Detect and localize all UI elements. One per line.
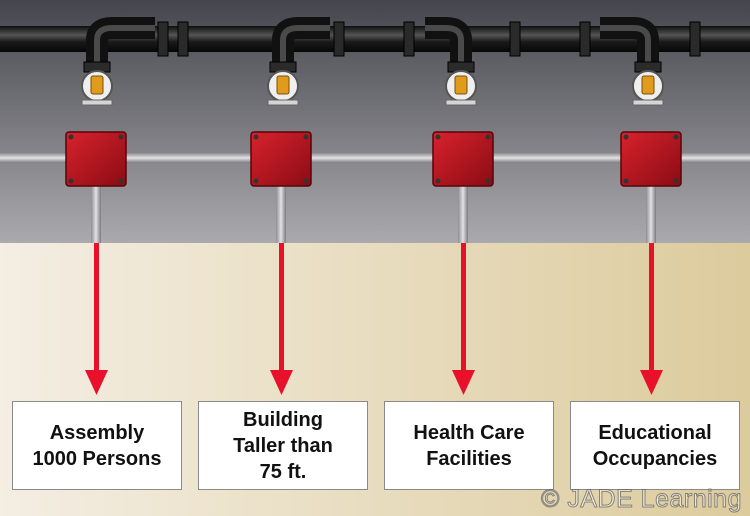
junction-box-icon	[432, 131, 494, 187]
down-arrow-icon	[85, 243, 108, 395]
label-building-height: Building Taller than 75 ft.	[198, 401, 368, 490]
junction-box-icon	[620, 131, 682, 187]
down-arrow-icon	[452, 243, 475, 395]
label-line: Building	[243, 408, 323, 431]
sprinkler-head-icon	[425, 17, 477, 106]
vertical-conduit	[458, 186, 468, 243]
label-line: Facilities	[426, 447, 512, 470]
vertical-conduit	[646, 186, 656, 243]
copyright-watermark: © JADE Learning	[540, 485, 742, 514]
sprinkler-head-icon	[267, 17, 330, 106]
vertical-conduit	[276, 186, 286, 243]
pipe-couplings	[157, 21, 701, 57]
sprinkler-head-icon	[600, 17, 664, 106]
label-line: Health Care	[413, 421, 525, 444]
label-assembly: Assembly 1000 Persons	[12, 401, 182, 490]
horizontal-conduit	[0, 153, 750, 163]
label-line: 75 ft.	[259, 460, 307, 483]
label-line: Assembly	[49, 421, 145, 444]
down-arrow-icon	[640, 243, 663, 395]
junction-box-icon	[250, 131, 312, 187]
down-arrow-icon	[270, 243, 293, 395]
label-line: 1000 Persons	[32, 447, 162, 470]
label-line: Educational	[598, 421, 712, 444]
label-health-care: Health Care Facilities	[384, 401, 554, 490]
sprinkler-head-icon	[81, 17, 155, 106]
label-line: Occupancies	[592, 447, 718, 470]
vertical-conduit	[91, 186, 101, 243]
label-line: Taller than	[233, 434, 333, 457]
junction-box-icon	[65, 131, 127, 187]
label-educational: Educational Occupancies	[570, 401, 740, 490]
